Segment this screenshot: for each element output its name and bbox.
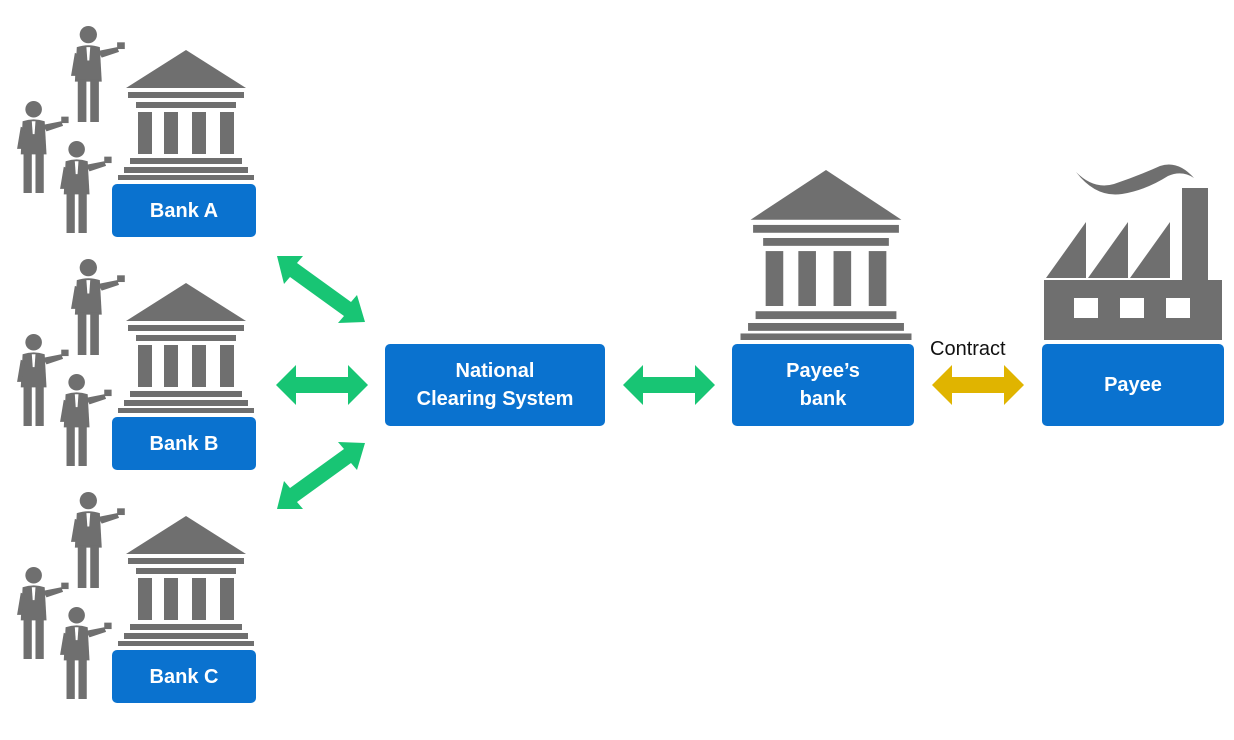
bank-building-icon — [738, 170, 914, 340]
clearing-line-1: National — [455, 360, 535, 382]
bank-c-label: Bank C — [149, 665, 219, 688]
bank-building-icon — [116, 50, 256, 180]
national-clearing-system-box: National Clearing System — [385, 344, 605, 426]
bank-a-label: Bank A — [149, 199, 219, 222]
bank-b-clearing-arrow — [276, 365, 368, 405]
clearing-payee-bank-arrow — [623, 365, 715, 405]
bank-c-clearing-arrow — [277, 442, 365, 509]
clearing-line-2: Clearing System — [416, 388, 574, 410]
businessperson-icon — [55, 374, 113, 466]
payee-label: Payee — [1104, 374, 1162, 396]
bank-building-icon — [116, 283, 256, 413]
businessperson-icon — [55, 141, 113, 233]
payee-bank-line-2: bank — [799, 388, 847, 410]
contract-arrow — [932, 365, 1024, 405]
payee-box: Payee — [1042, 344, 1224, 426]
payee-bank-line-1: Payee’s — [786, 360, 860, 382]
bank-c-box: Bank C — [112, 650, 256, 703]
payee-bank-box: Payee’s bank — [732, 344, 914, 426]
bank-a-box: Bank A — [112, 184, 256, 237]
bank-b-box: Bank B — [112, 417, 256, 470]
bank-a-clearing-arrow — [277, 256, 365, 323]
bank-building-icon — [116, 516, 256, 646]
contract-label: Contract — [930, 338, 1006, 360]
factory-icon — [1042, 160, 1224, 340]
bank-b-label: Bank B — [149, 432, 219, 455]
businessperson-icon — [55, 607, 113, 699]
